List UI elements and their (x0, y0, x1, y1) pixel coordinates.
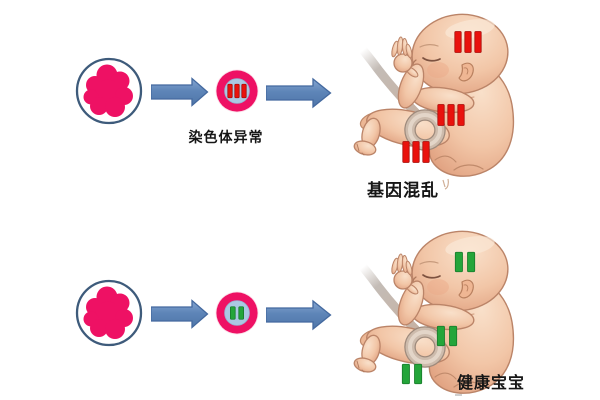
cell-nucleus (224, 300, 250, 326)
label-gene-disorder: 基因混乱 (367, 181, 439, 200)
dash-artifact (455, 394, 462, 396)
fetus-healthy-illustration (350, 230, 520, 400)
arrow-right-icon (151, 299, 209, 329)
arrow-right-icon (151, 77, 209, 107)
label-healthy-baby: 健康宝宝 (457, 375, 526, 392)
arrow-right-icon (266, 299, 332, 331)
egg-cell-icon (75, 279, 143, 347)
fetus-abnormal-illustration (350, 13, 520, 183)
mutated-cell-icon (215, 69, 259, 113)
arrow-right-icon (266, 77, 332, 109)
healthy-cell-icon (215, 291, 259, 335)
fetus-healthy-marks (401, 251, 476, 385)
label-chromosome-abnormality: 染色体异常 (188, 129, 264, 145)
abnormal-chromosome-bars (227, 83, 247, 99)
egg-cell-icon (75, 57, 143, 125)
healthy-chromosome-bars (229, 306, 244, 320)
fetus-abnormal-marks (402, 31, 482, 163)
smudge-artifact (442, 178, 449, 190)
